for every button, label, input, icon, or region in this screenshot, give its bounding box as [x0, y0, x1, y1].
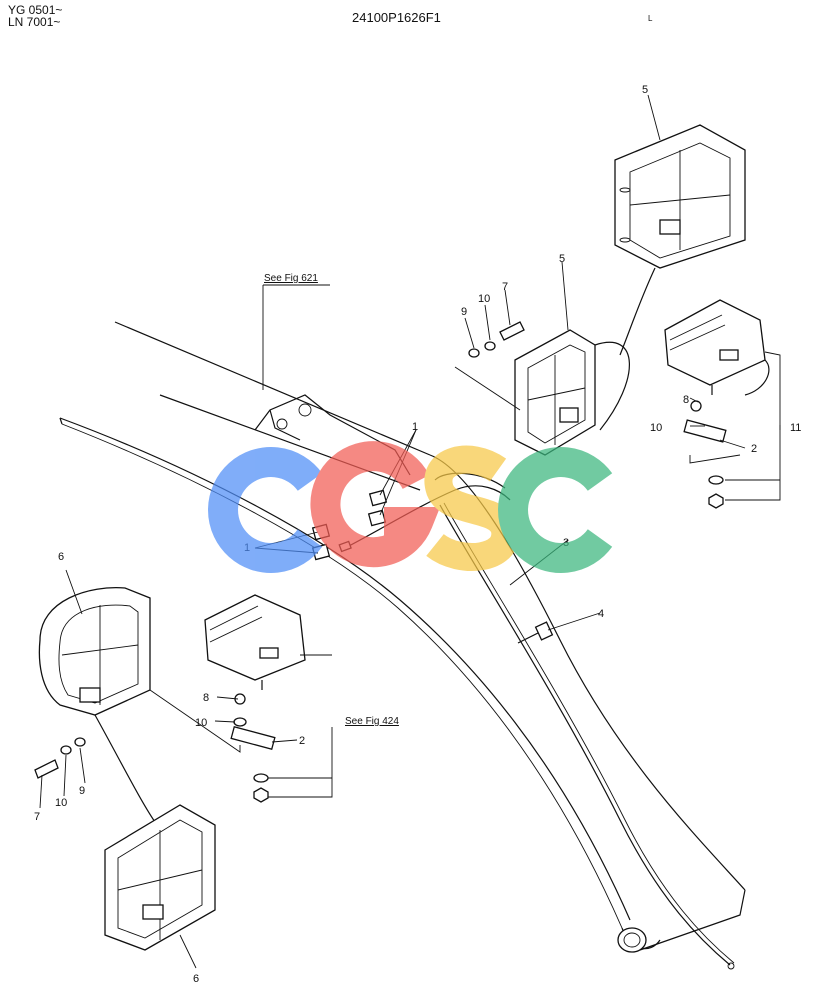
work-light-right — [664, 299, 770, 509]
serial-range-1: YG 0501~ — [8, 3, 63, 17]
light-guard-lower — [104, 804, 216, 951]
callout-9-left: 9 — [79, 785, 85, 797]
watermark-letter-c2 — [498, 447, 613, 573]
serial-range-2: LN 7001~ — [8, 15, 61, 29]
callout-8-right: 8 — [683, 394, 689, 406]
callout-9-middle: 9 — [461, 306, 467, 318]
callout-6-left: 6 — [58, 551, 64, 563]
watermark-letter-g — [310, 441, 441, 568]
callout-7-left: 7 — [34, 811, 40, 823]
boom-structure — [59, 321, 746, 953]
callout-10-lower: 10 — [55, 797, 67, 809]
callout-5-top: 5 — [642, 84, 648, 96]
wire-clip — [517, 621, 554, 644]
watermark-letter-s — [424, 445, 520, 571]
drawing-number: 24100P1626F1 — [352, 10, 441, 25]
callout-4: 4 — [598, 608, 604, 620]
callout-2-left: 2 — [299, 735, 305, 747]
light-guard-left — [38, 586, 156, 823]
callout-labels: 1 1 5 5 9 10 7 8 10 2 11 3 4 6 8 10 2 7 … — [34, 84, 801, 985]
callout-5-middle: 5 — [559, 253, 565, 265]
callout-10-middle: 10 — [478, 293, 490, 305]
callout-6-lower: 6 — [193, 973, 199, 985]
watermark-letter-c1 — [208, 447, 323, 573]
callout-10-right: 10 — [650, 422, 662, 434]
callout-11: 11 — [790, 422, 801, 434]
fasteners-left — [34, 737, 86, 779]
fasteners-middle — [468, 321, 525, 358]
reference-fig-424: See Fig 424 — [345, 716, 399, 727]
callout-2-right: 2 — [751, 443, 757, 455]
callout-1a: 1 — [412, 421, 418, 433]
watermark — [208, 441, 613, 573]
callout-10-left: 10 — [195, 717, 207, 729]
reference-fig-621: See Fig 621 — [264, 273, 318, 284]
light-guard-upper — [614, 124, 746, 356]
corner-mark: L — [648, 14, 653, 23]
work-light-left — [204, 594, 306, 803]
light-guard-middle — [514, 329, 630, 456]
callout-8-left: 8 — [203, 692, 209, 704]
callout-7-middle: 7 — [502, 281, 508, 293]
